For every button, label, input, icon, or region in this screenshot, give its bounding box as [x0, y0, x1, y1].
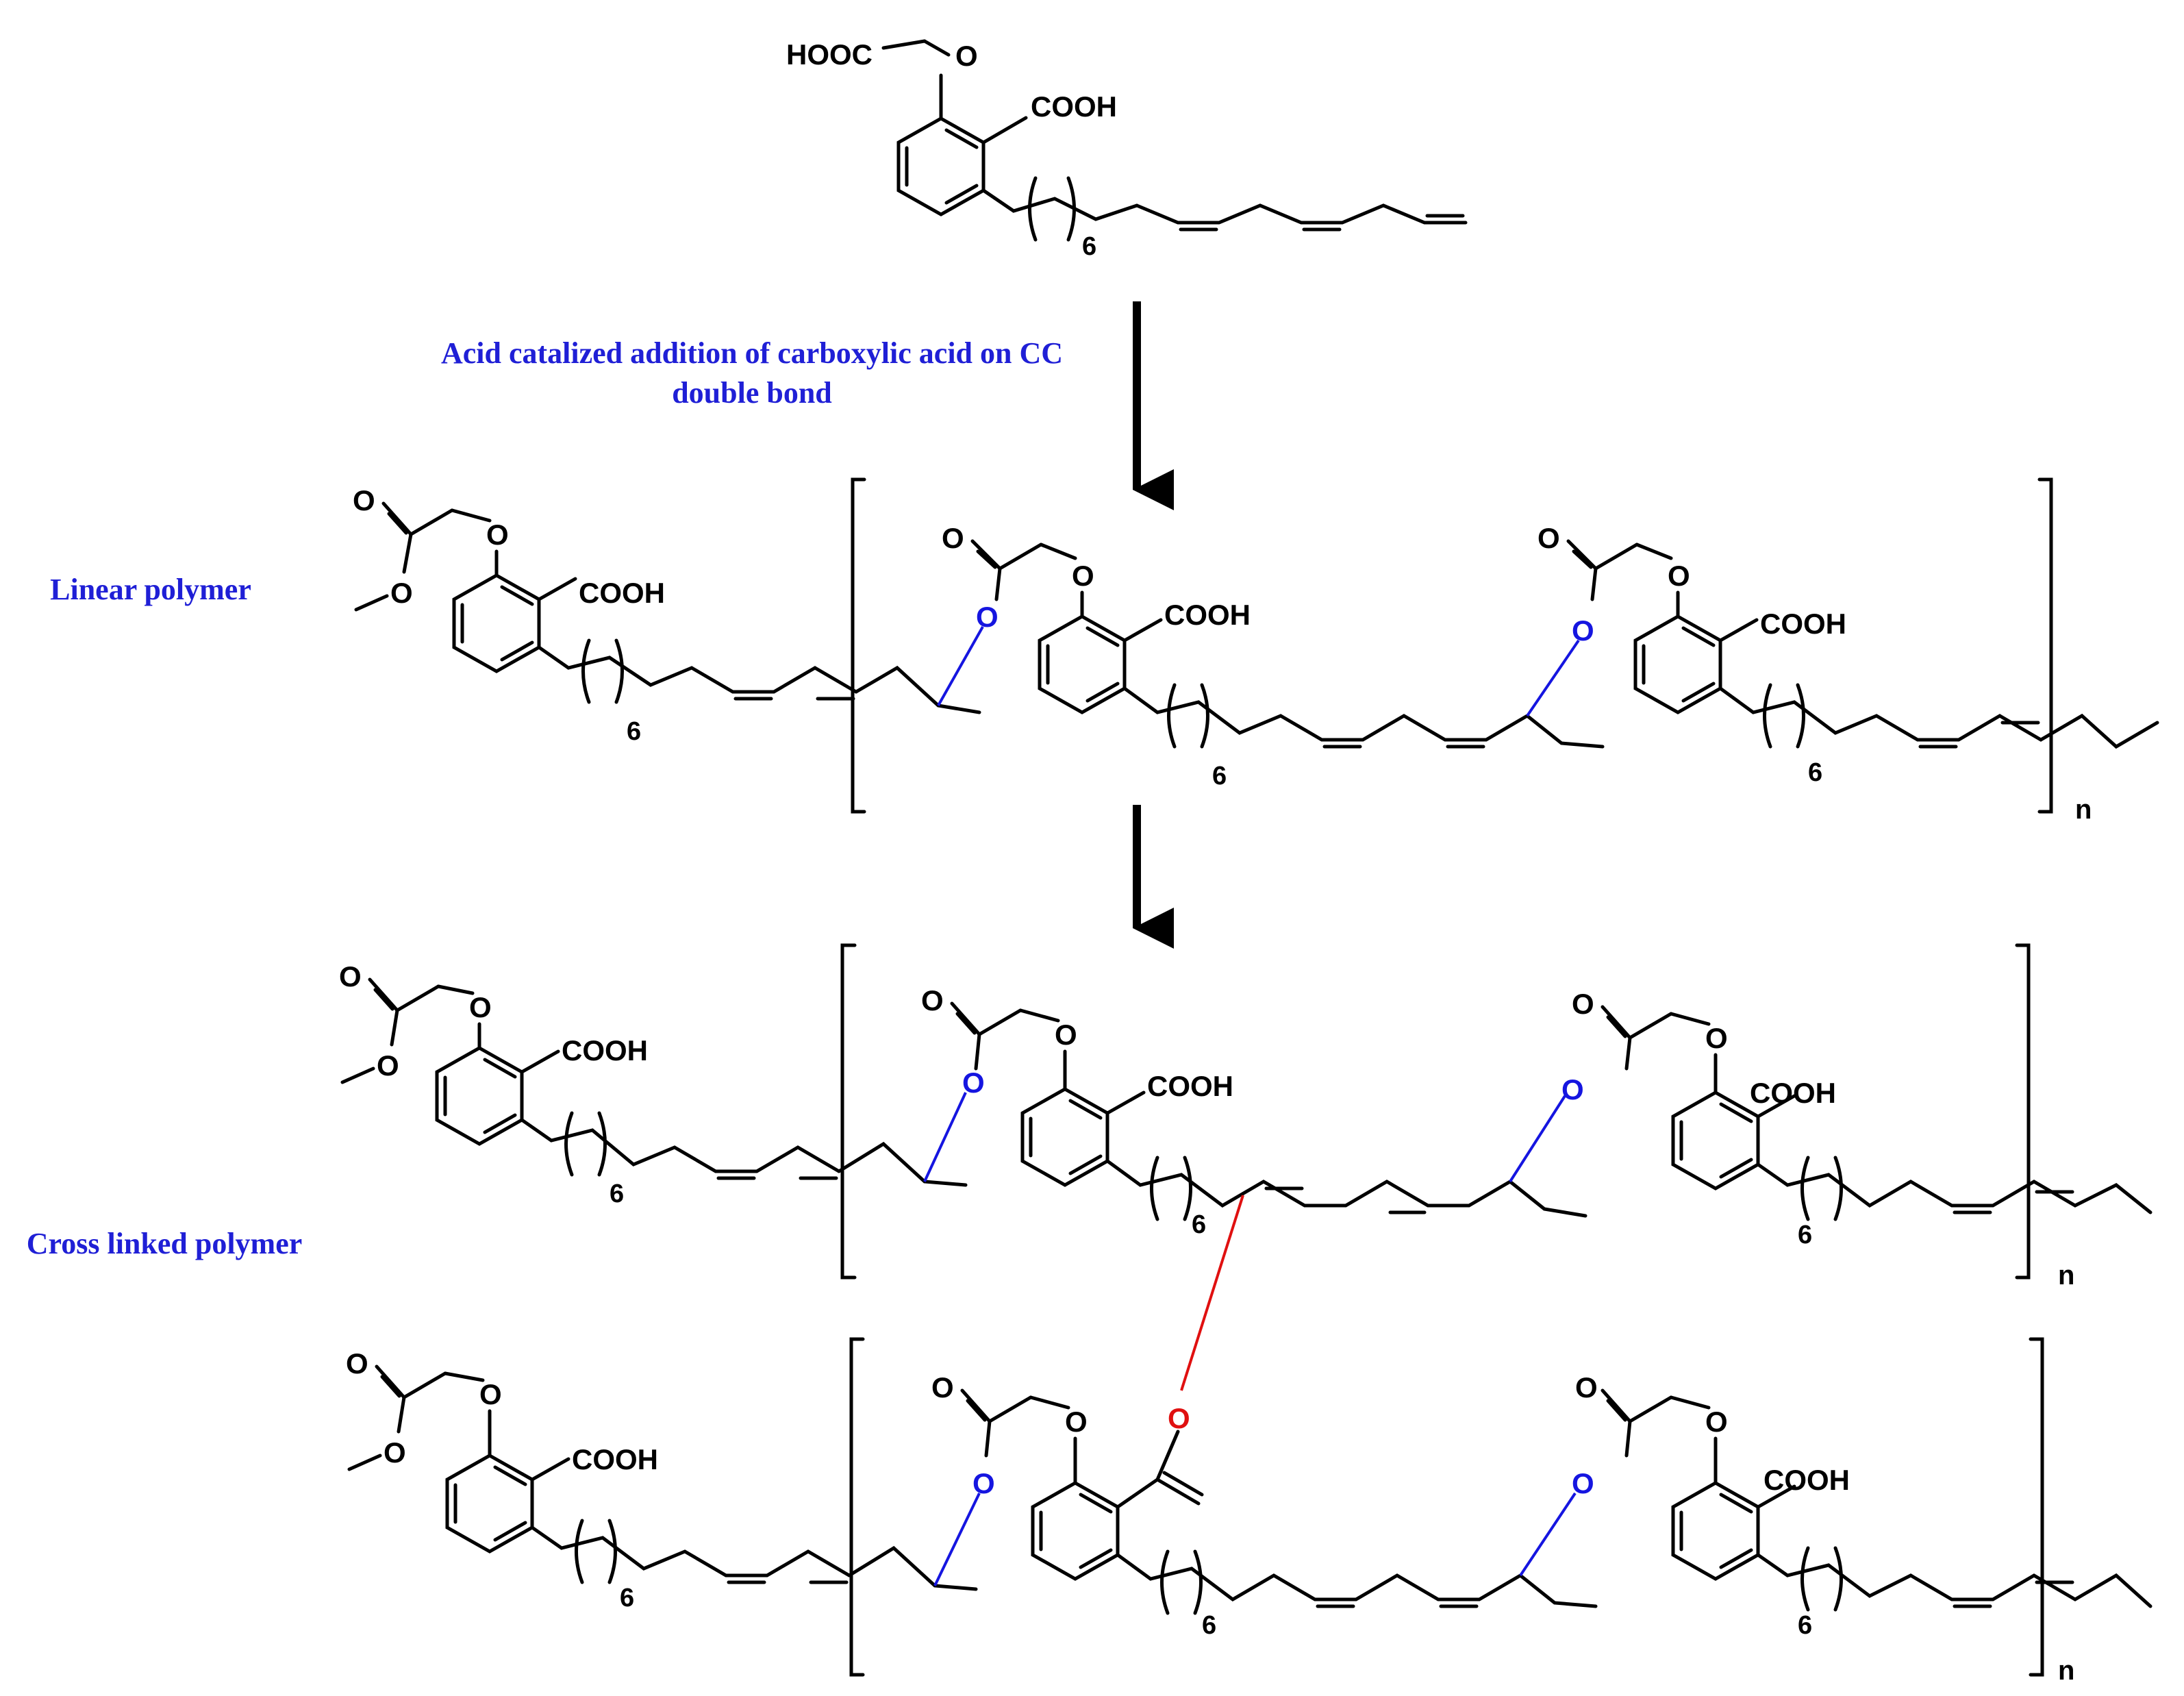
reaction-caption-line2: double bond	[672, 376, 832, 410]
cross-upper-oxygen-1: O	[339, 960, 362, 993]
cross-upper-ester-oxygen-2: O	[1561, 1073, 1584, 1106]
monomer-benzene-ring	[896, 116, 986, 216]
cross-lower-oxygen-7: O	[1705, 1406, 1728, 1438]
cross-lower-oxygen-2: O	[479, 1378, 502, 1410]
crosslinked-polymer-label: Cross linked polymer	[27, 1227, 303, 1260]
crosslinked-upper-n: n	[2058, 1260, 2074, 1290]
linear-repeat-1: 6	[627, 717, 641, 746]
cross-upper-cooh-1: COOH	[562, 1034, 648, 1067]
monomer-hooc-label: HOOC	[786, 38, 873, 71]
crosslinked-lower-ester-bond-1	[933, 1493, 981, 1586]
linear-ester-oxygen-2: O	[1572, 614, 1594, 647]
linear-ester-bond-2	[1526, 639, 1580, 717]
linear-oxygen-5: O	[1072, 560, 1094, 592]
cross-upper-oxygen-3: O	[377, 1049, 399, 1082]
linear-repeat-2: 6	[1212, 762, 1227, 790]
cross-upper-repeat-3: 6	[1798, 1221, 1812, 1249]
cross-lower-oxygen-3: O	[384, 1436, 406, 1469]
cross-upper-cooh-2: COOH	[1147, 1070, 1233, 1102]
linear-oxygen-4: O	[942, 522, 964, 554]
linear-ester-oxygen-1: O	[976, 601, 999, 633]
cross-lower-ester-oxygen-1: O	[972, 1467, 995, 1499]
linear-oxygen-1: O	[353, 484, 375, 516]
crosslinked-lower-ester-bond-2	[1519, 1492, 1577, 1577]
linear-ester-bond-1	[937, 626, 984, 706]
cross-lower-cooh-1: COOH	[572, 1443, 658, 1475]
cross-upper-oxygen-4: O	[921, 984, 944, 1017]
linear-oxygen-6: O	[1537, 522, 1560, 554]
cross-lower-oxygen-1: O	[346, 1347, 368, 1380]
cross-lower-oxygen-4: O	[931, 1371, 954, 1404]
crosslink-bond	[1180, 1195, 1244, 1391]
cross-upper-cooh-3: COOH	[1750, 1077, 1836, 1109]
linear-repeat-3: 6	[1808, 758, 1822, 787]
crosslinked-lower-chain	[347, 1337, 2152, 1677]
monomer-repeat-count: 6	[1082, 232, 1096, 261]
linear-cooh-3: COOH	[1760, 608, 1846, 640]
cross-upper-oxygen-6: O	[1572, 988, 1594, 1020]
cross-lower-repeat-2: 6	[1202, 1611, 1216, 1640]
cross-lower-repeat-1: 6	[620, 1584, 634, 1612]
monomer-ether-oxygen: O	[955, 40, 978, 72]
cross-lower-oxygen-6: O	[1575, 1371, 1598, 1404]
linear-cooh-1: COOH	[579, 577, 665, 609]
linear-oxygen-2: O	[486, 519, 509, 551]
linear-polymer-structure	[354, 477, 2159, 814]
cross-lower-ester-oxygen-2: O	[1572, 1467, 1594, 1499]
monomer-structure	[881, 39, 1468, 242]
cross-upper-repeat-1: 6	[610, 1180, 624, 1208]
linear-polymer-n: n	[2075, 795, 2092, 825]
crosslinked-upper-chain	[340, 943, 2152, 1280]
cross-lower-cooh-2: COOH	[1763, 1464, 1850, 1496]
linear-cooh-2: COOH	[1164, 599, 1251, 631]
cross-upper-repeat-2: 6	[1192, 1210, 1206, 1239]
cross-lower-oxygen-5: O	[1065, 1406, 1088, 1438]
cross-upper-ester-oxygen-1: O	[962, 1067, 985, 1099]
cross-upper-oxygen-5: O	[1055, 1019, 1077, 1051]
monomer-cooh-label: COOH	[1031, 90, 1117, 123]
crosslink-oxygen: O	[1168, 1402, 1190, 1434]
cross-lower-repeat-3: 6	[1798, 1611, 1812, 1640]
crosslinked-upper-ester-bond-1	[923, 1092, 967, 1182]
linear-oxygen-7: O	[1668, 560, 1690, 592]
cross-upper-oxygen-2: O	[469, 991, 492, 1023]
linear-oxygen-3: O	[390, 577, 413, 609]
crosslinked-upper-ester-bond-2	[1509, 1095, 1566, 1183]
crosslinked-lower-n: n	[2058, 1656, 2074, 1686]
reaction-caption-line1: Acid catalized addition of carboxylic ac…	[441, 336, 1063, 370]
cross-upper-oxygen-7: O	[1705, 1022, 1728, 1054]
linear-polymer-label: Linear polymer	[50, 573, 251, 606]
